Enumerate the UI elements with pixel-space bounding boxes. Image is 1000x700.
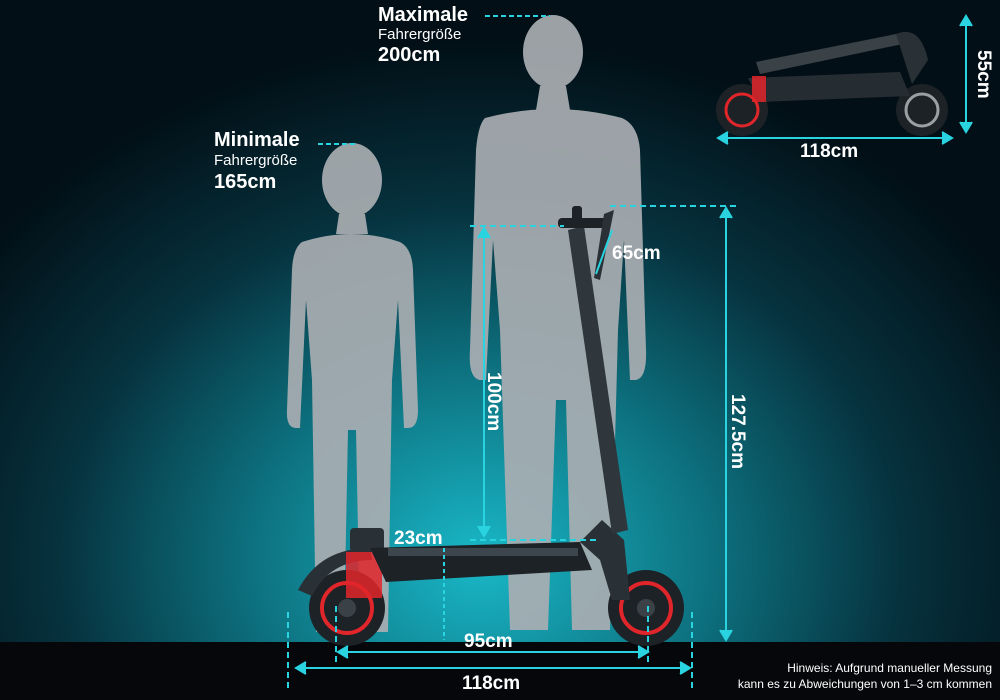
max-height-title: Maximale bbox=[378, 4, 469, 26]
wheelbase-label: 95cm bbox=[464, 631, 513, 652]
max-height-value: 200cm bbox=[378, 44, 441, 66]
deck-height-label: 23cm bbox=[394, 528, 443, 549]
min-height-value: 165cm bbox=[214, 171, 277, 193]
folded-height-label: 55cm bbox=[973, 50, 994, 99]
min-height-title: Minimale bbox=[214, 129, 300, 151]
total-height-label: 127.5cm bbox=[727, 394, 748, 470]
measurement-note: Hinweis: Aufgrund manueller Messung kann… bbox=[738, 660, 992, 692]
stem-height-label: 100cm bbox=[483, 372, 504, 432]
note-line-2: kann es zu Abweichungen von 1–3 cm komme… bbox=[737, 677, 992, 691]
scooter-side-view bbox=[298, 206, 684, 646]
total-length-label: 118cm bbox=[462, 673, 521, 694]
short-person-silhouette bbox=[286, 143, 418, 632]
folded-length-label: 118cm bbox=[800, 141, 859, 162]
note-line-1: Hinweis: Aufgrund manueller Messung bbox=[787, 661, 992, 675]
handlebar-width-label: 65cm bbox=[612, 243, 661, 264]
folded-scooter-view bbox=[716, 31, 948, 136]
dimension-lines bbox=[287, 14, 973, 690]
min-height-subtitle: Fahrergröße bbox=[214, 152, 298, 169]
max-height-subtitle: Fahrergröße bbox=[378, 26, 462, 43]
